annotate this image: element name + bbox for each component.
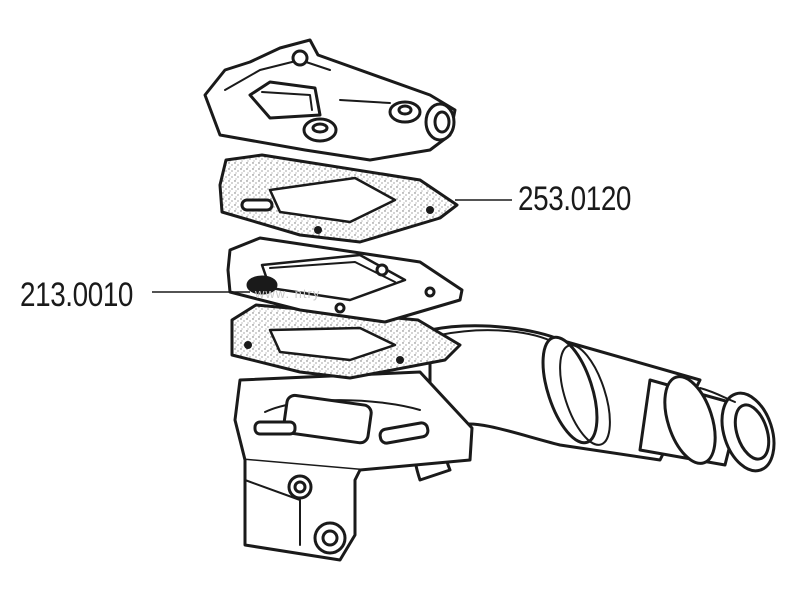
reed-valve-plate <box>226 236 464 324</box>
top-cover-cap <box>203 38 457 162</box>
intake-manifold-pipe <box>411 324 776 482</box>
base-flange-block <box>233 370 474 562</box>
part-number-reed-valve: 213.0010 <box>20 276 134 314</box>
upper-gasket <box>218 153 459 244</box>
watermark-text: www. ntry <box>255 286 321 301</box>
lower-gasket <box>230 303 462 380</box>
part-number-upper-gasket: 253.0120 <box>518 180 632 218</box>
